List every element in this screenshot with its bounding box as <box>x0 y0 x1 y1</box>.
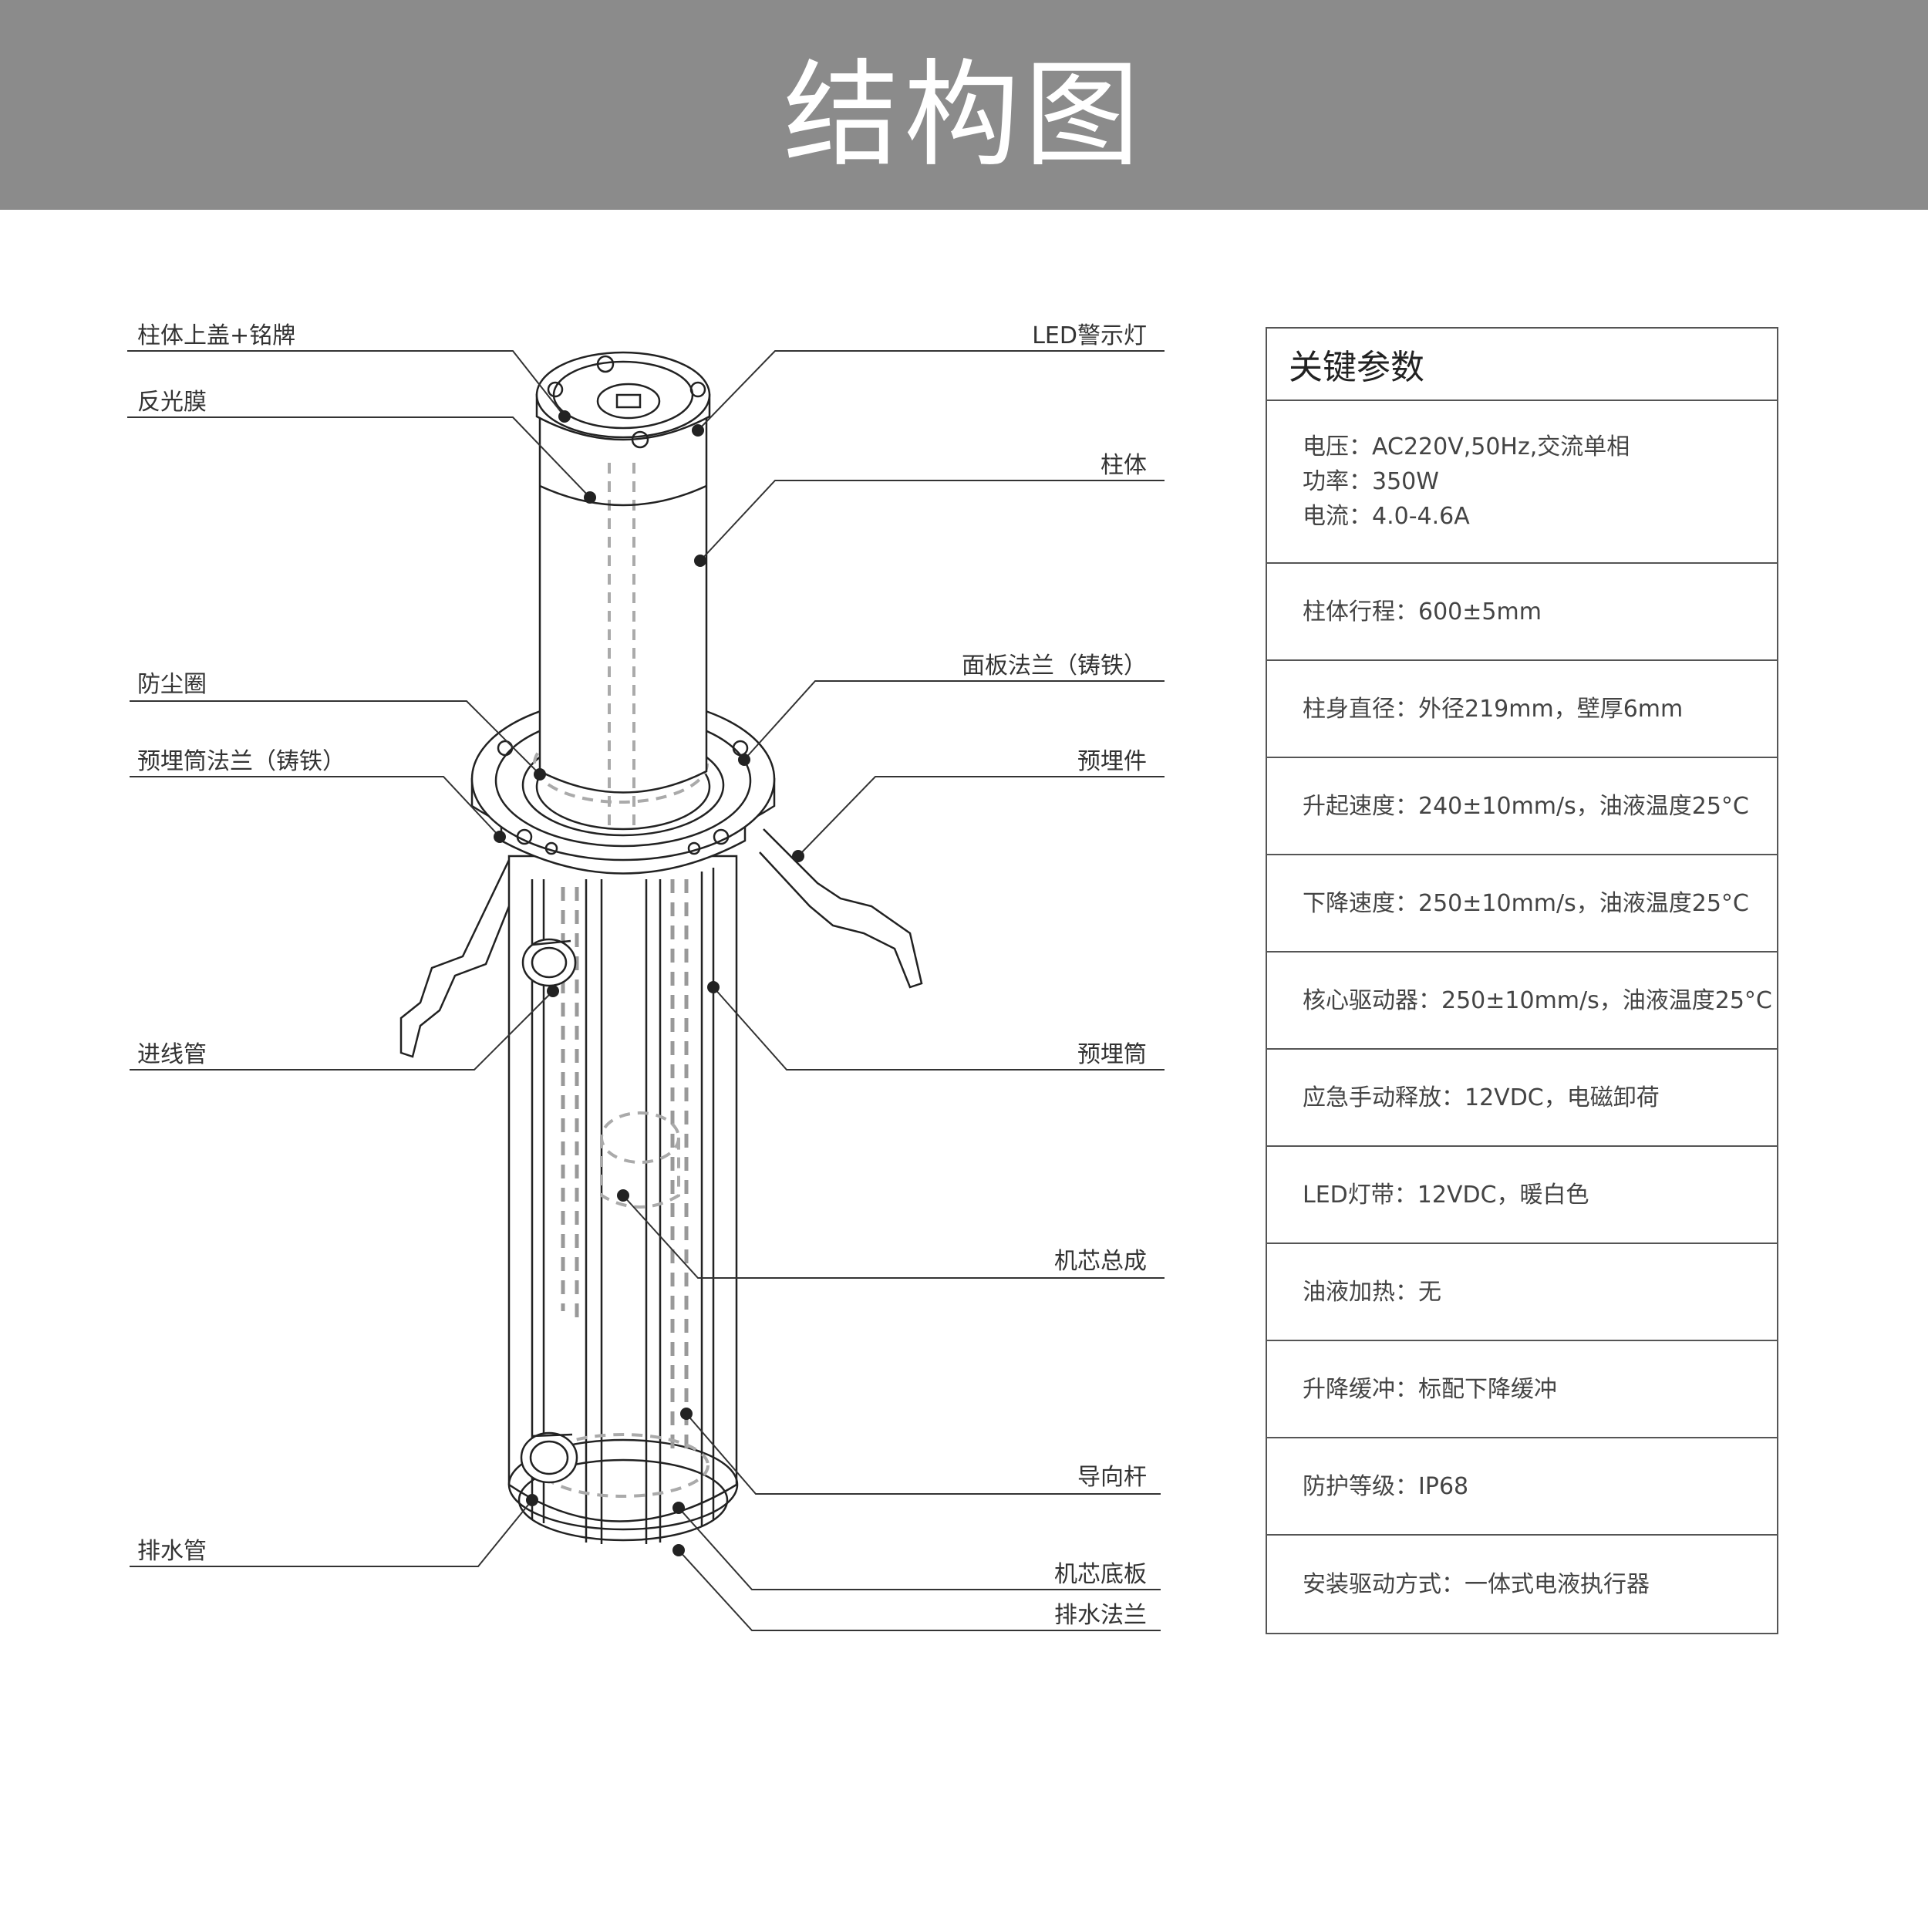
label-embedded-part: 预埋件 <box>1077 748 1147 775</box>
params-row: LED灯带：12VDC，暖白色 <box>1267 1147 1777 1244</box>
params-voltage: 电压：AC220V,50Hz,交流单相 <box>1303 433 1630 460</box>
params-row: 升降缓冲：标配下降缓冲 <box>1267 1341 1777 1438</box>
top-cap-shape <box>535 351 711 449</box>
label-top-cover: 柱体上盖+铭牌 <box>137 322 295 349</box>
params-row: 核心驱动器：250±10mm/s，油液温度25°C <box>1267 953 1777 1050</box>
params-row: 油液加热：无 <box>1267 1244 1777 1341</box>
label-core-assembly: 机芯总成 <box>1054 1248 1147 1275</box>
callout-labels: 柱体上盖+铭牌 反光膜 LED警示灯 柱体 防尘圈 面板法兰（铸铁） 预埋筒法兰… <box>137 322 1147 1629</box>
callout-lines <box>127 350 1165 1631</box>
params-row-power: 电压：AC220V,50Hz,交流单相 功率：350W 电流：4.0-4.6A <box>1267 401 1777 564</box>
label-drain-flange: 排水法兰 <box>1054 1602 1147 1629</box>
params-row: 防护等级：IP68 <box>1267 1438 1777 1536</box>
params-row: 柱体行程：600±5mm <box>1267 564 1777 661</box>
label-embedded-cylinder: 预埋筒 <box>1077 1041 1147 1068</box>
params-power: 功率：350W <box>1303 468 1439 495</box>
label-column: 柱体 <box>1101 452 1147 479</box>
bollard-drawing <box>399 351 923 1544</box>
label-led-light: LED警示灯 <box>1032 322 1147 349</box>
anchor-bracket-right <box>759 828 923 989</box>
label-drain-pipe: 排水管 <box>137 1538 207 1565</box>
label-panel-flange: 面板法兰（铸铁） <box>962 652 1147 679</box>
params-row: 升起速度：240±10mm/s，油液温度25°C <box>1267 758 1777 855</box>
label-core-base: 机芯底板 <box>1054 1561 1147 1588</box>
structure-diagram: 柱体上盖+铭牌 反光膜 LED警示灯 柱体 防尘圈 面板法兰（铸铁） 预埋筒法兰… <box>127 322 1165 1631</box>
header-banner: 结构图 <box>0 0 1928 210</box>
params-row: 柱身直径：外径219mm，壁厚6mm <box>1267 661 1777 758</box>
params-row: 下降速度：250±10mm/s，油液温度25°C <box>1267 855 1777 953</box>
params-title: 关键参数 <box>1267 329 1777 401</box>
inlet-pipe-shape <box>521 938 577 987</box>
anchor-bracket-left <box>399 859 526 1058</box>
label-reflective-film: 反光膜 <box>137 389 207 416</box>
params-row: 安装驱动方式：一体式电液执行器 <box>1303 1570 1650 1598</box>
page-title: 结构图 <box>783 48 1144 183</box>
label-dust-ring: 防尘圈 <box>137 671 207 698</box>
key-parameters-table: 关键参数 电压：AC220V,50Hz,交流单相 功率：350W 电流：4.0-… <box>1266 327 1778 1634</box>
label-embedded-flange: 预埋筒法兰（铸铁） <box>137 748 345 775</box>
label-inlet-pipe: 进线管 <box>137 1041 207 1068</box>
column-shape <box>538 396 708 825</box>
params-current: 电流：4.0-4.6A <box>1303 503 1470 530</box>
drain-pipe-shape <box>520 1431 578 1484</box>
label-guide-rod: 导向杆 <box>1077 1464 1147 1491</box>
params-row: 应急手动释放：12VDC，电磁卸荷 <box>1267 1050 1777 1147</box>
